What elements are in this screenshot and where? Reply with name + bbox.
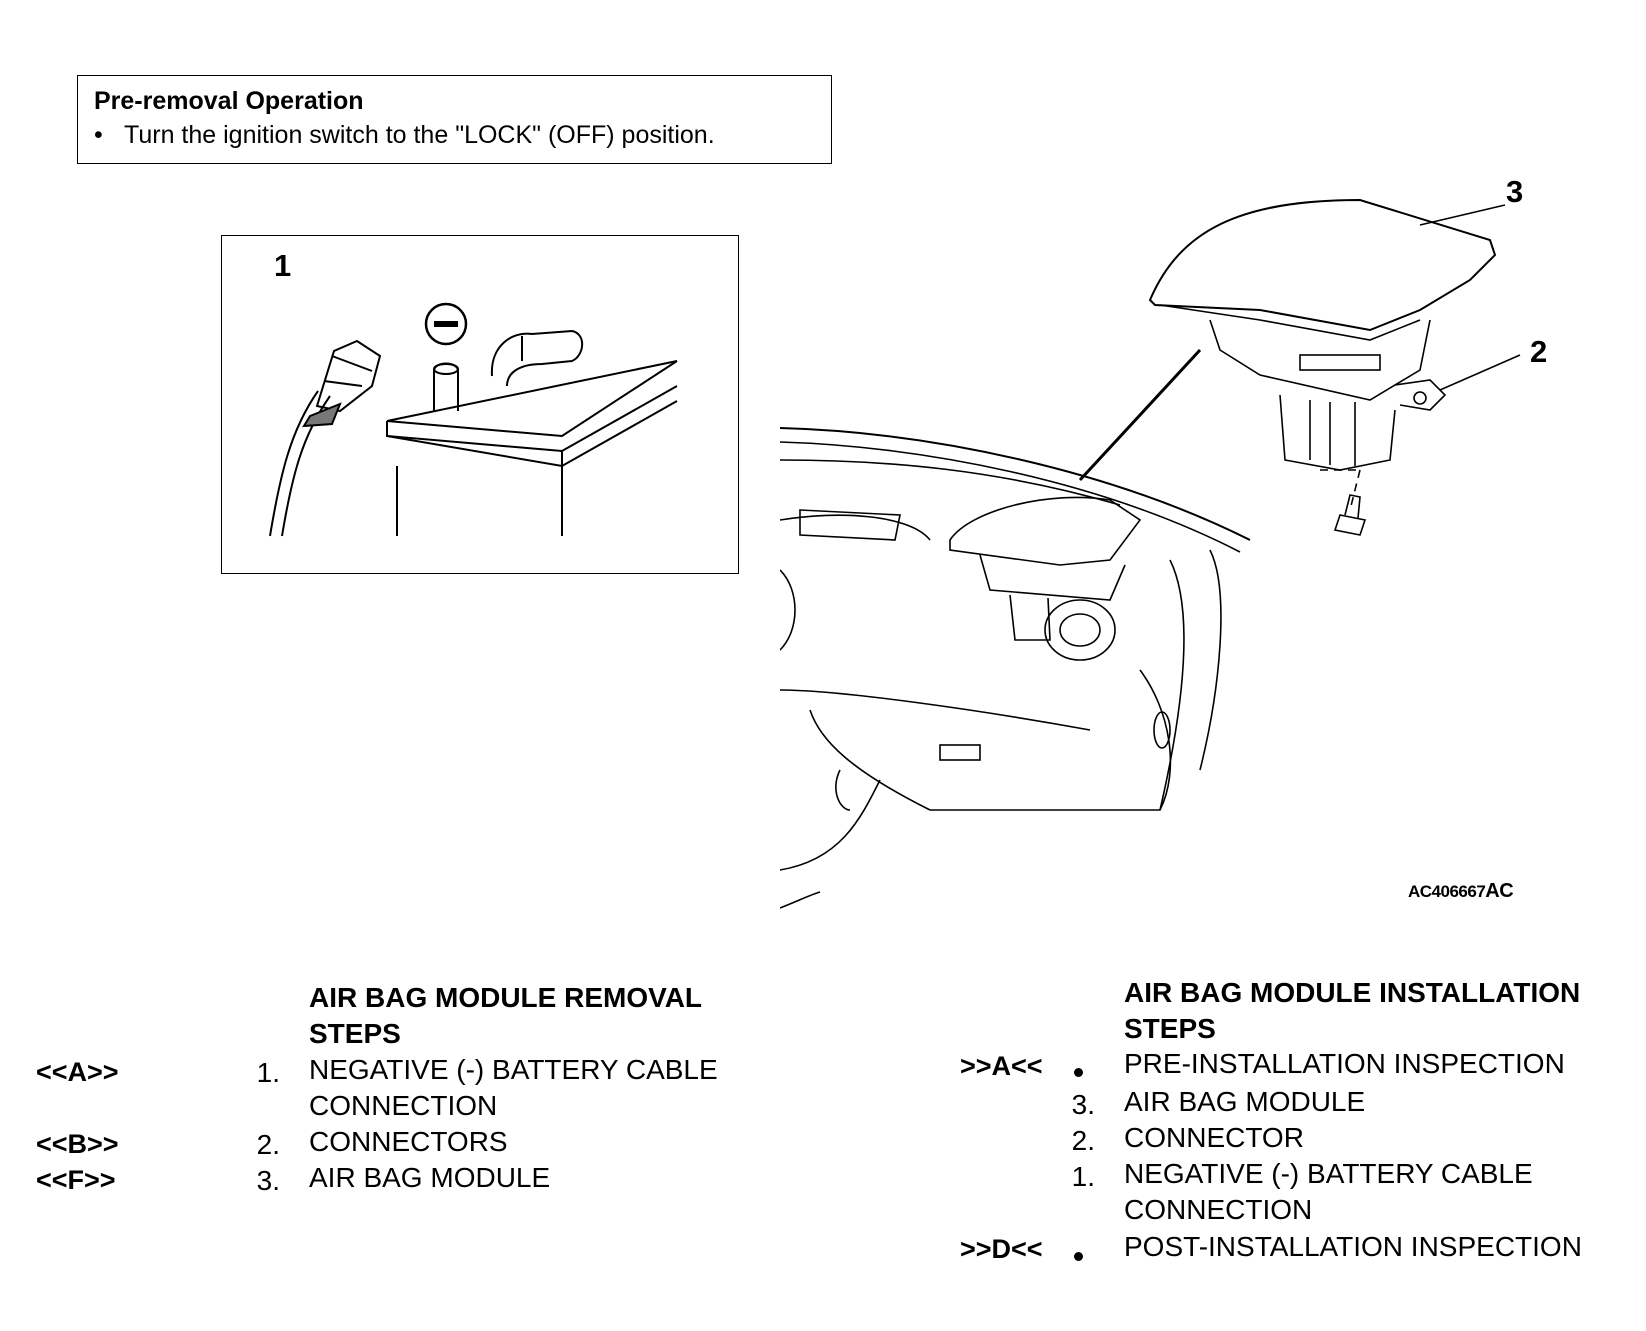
removal-step-code: <<B>>: [36, 1129, 119, 1159]
installation-step-text: POST-INSTALLATION INSPECTION: [1124, 1231, 1582, 1262]
removal-step-code: <<F>>: [36, 1165, 116, 1195]
removal-step-number: 2.: [256, 1129, 280, 1160]
removal-heading-line1: AIR BAG MODULE REMOVAL: [309, 982, 703, 1013]
battery-illustration: 1: [221, 235, 739, 574]
art-reference-number: AC406667AC: [1408, 880, 1514, 903]
art-ref-prefix: AC406667: [1408, 882, 1486, 901]
installation-step-number: 2.: [1071, 1125, 1095, 1156]
removal-step-text: CONNECTORS: [309, 1124, 508, 1160]
installation-step-text: AIR BAG MODULE: [1124, 1086, 1366, 1117]
installation-step-text: NEGATIVE (-) BATTERY CABLE CONNECTION: [1124, 1156, 1533, 1228]
installation-step-bullet: [1074, 1252, 1083, 1261]
bullet-icon: •: [94, 121, 103, 149]
removal-step-text: NEGATIVE (-) BATTERY CABLE CONNECTION: [309, 1052, 718, 1124]
removal-step-number: 3.: [256, 1165, 280, 1196]
installation-step-code: >>A<<: [960, 1051, 1043, 1081]
installation-step-number: 3.: [1071, 1089, 1095, 1120]
installation-heading-line1: AIR BAG MODULE INSTALLATION: [1124, 977, 1581, 1008]
installation-step-code: >>D<<: [960, 1234, 1043, 1264]
callout-1: 1: [274, 248, 292, 283]
pre-removal-box: Pre-removal Operation • Turn the ignition…: [77, 75, 832, 164]
dashboard-drawing: [780, 198, 1521, 909]
installation-heading: AIR BAG MODULE INSTALLATION STEPS: [1124, 975, 1580, 1047]
pre-removal-bullet-text: Turn the ignition switch to the "LOCK" (…: [124, 121, 715, 149]
installation-step-bullet: [1074, 1068, 1083, 1077]
installation-step-text: PRE-INSTALLATION INSPECTION: [1124, 1048, 1565, 1079]
airbag-module-illustration: 3 2: [780, 170, 1640, 940]
minus-icon: [424, 302, 468, 346]
callout-3: 3: [1506, 174, 1524, 209]
removal-step-code: <<A>>: [36, 1057, 119, 1087]
pre-removal-title: Pre-removal Operation: [94, 87, 364, 115]
removal-step-line2: CONNECTION: [309, 1090, 498, 1121]
callout-2: 2: [1530, 334, 1548, 369]
installation-heading-line2: STEPS: [1124, 1013, 1216, 1044]
installation-step-line2: CONNECTION: [1124, 1194, 1313, 1225]
art-ref-suffix: AC: [1485, 880, 1514, 902]
removal-heading-line2: STEPS: [309, 1018, 401, 1049]
pre-removal-bullet: • Turn the ignition switch to the "LOCK" …: [94, 121, 715, 150]
removal-heading: AIR BAG MODULE REMOVAL STEPS: [309, 980, 702, 1052]
removal-step-text: AIR BAG MODULE: [309, 1160, 550, 1196]
installation-step-line1: NEGATIVE (-) BATTERY CABLE: [1124, 1158, 1533, 1189]
removal-step-line1: NEGATIVE (-) BATTERY CABLE: [309, 1054, 718, 1085]
removal-step-line1: AIR BAG MODULE: [309, 1162, 551, 1193]
battery-drawing: [269, 302, 678, 537]
removal-step-line1: CONNECTORS: [309, 1126, 508, 1157]
removal-step-number: 1.: [256, 1057, 280, 1088]
installation-step-text: CONNECTOR: [1124, 1122, 1304, 1153]
installation-step-number: 1.: [1071, 1161, 1095, 1192]
